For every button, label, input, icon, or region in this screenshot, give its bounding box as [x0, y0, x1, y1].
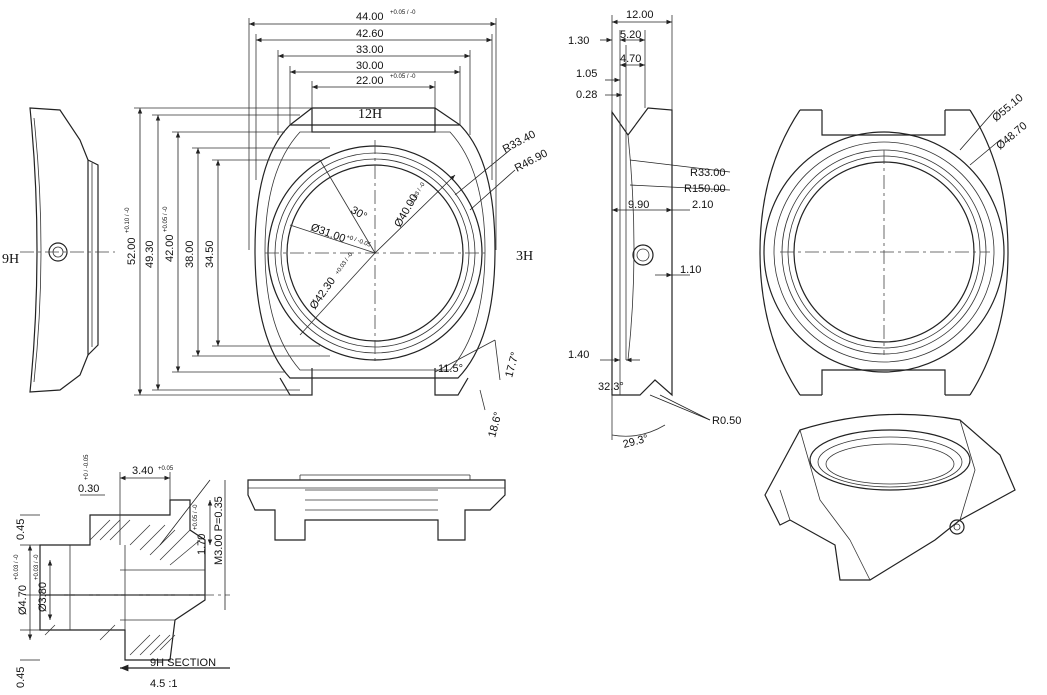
side-dim-5-20: 5.20	[620, 29, 641, 41]
side-radius-0-50: R0.50	[712, 415, 741, 427]
side-dim-1-10: 1.10	[680, 264, 701, 276]
side-view: 12.00 1.30 5.20 4.70 1.05 0.28 9.90 2.10…	[568, 9, 741, 451]
side-dim-9-90: 9.90	[628, 199, 649, 211]
side-radius-33-00: R33.00	[690, 167, 725, 179]
dim-34-50: 34.50	[204, 240, 216, 268]
sec-tol-3-80: +0.03 / -0	[34, 554, 40, 580]
dim-30-00: 30.00	[356, 60, 384, 72]
sec-tol-0-30: +0 / -0.05	[84, 454, 90, 480]
section-title: 9H SECTION	[150, 657, 216, 669]
label-3h: 3H	[516, 249, 533, 264]
angle-11-5: 11.5°	[438, 363, 463, 375]
angle-17-7: 17.7°	[503, 351, 521, 379]
sec-dim-m3: M3.00 P=0.35	[213, 496, 225, 565]
angle-30: 30°	[349, 204, 369, 223]
dim-42-00: 42.00	[164, 234, 176, 262]
isometric-view	[764, 413, 1016, 581]
sec-dim-0-30: 0.30	[78, 483, 99, 495]
tol-42-00: +0.05 / -0	[163, 206, 169, 232]
dim-52-00: 52.00	[126, 237, 138, 265]
tol-42-30: +0.03 / -0	[335, 251, 355, 276]
tol-44-00: +0.05 / -0	[390, 10, 416, 16]
diameter-31-00: Ø31.00	[309, 222, 347, 246]
sec-dim-4-70: Ø4.70	[17, 585, 29, 615]
label-9h: 9H	[2, 252, 19, 267]
sec-dim-1-70: 1.70	[196, 534, 208, 555]
sec-tol-1-70: +0.05 / -0	[193, 504, 199, 530]
side-dim-2-10: 2.10	[692, 199, 713, 211]
angle-18-6: 18.6°	[486, 411, 504, 439]
side-dim-1-30: 1.30	[568, 35, 589, 47]
dim-44-00: 44.00	[356, 11, 384, 23]
front-view: 44.00 42.60 33.00 30.00 22.00 +0.05 / -0…	[2, 10, 550, 439]
radius-46-90: R46.90	[513, 147, 550, 174]
back-diameter-55-10: Ø55.10	[990, 92, 1025, 124]
side-dim-1-05: 1.05	[576, 68, 597, 80]
side-strip-view	[247, 474, 506, 541]
left-profile-view	[20, 107, 115, 393]
sec-tol-4-70: +0.03 / -0	[14, 554, 20, 580]
side-dim-0-28: 0.28	[576, 89, 597, 101]
tol-22-00: +0.05 / -0	[390, 74, 416, 80]
sec-dim-3-40: 3.40	[132, 465, 153, 477]
dim-42-60: 42.60	[356, 28, 384, 40]
dim-49-30: 49.30	[144, 240, 156, 268]
diameter-42-30: Ø42.30	[308, 275, 339, 311]
back-view: Ø55.10 Ø48.70	[759, 92, 1030, 396]
side-radius-150-00: R150.00	[684, 183, 726, 195]
tol-31-00: +0 / -0.05	[345, 234, 372, 249]
label-12h: 12H	[358, 107, 382, 122]
dim-33-00: 33.00	[356, 44, 384, 56]
side-dim-12-00: 12.00	[626, 9, 654, 21]
side-dim-4-70: 4.70	[620, 53, 641, 65]
sec-dim-0-45-bottom: 0.45	[15, 667, 27, 688]
radius-33-40: R33.40	[501, 128, 538, 155]
back-diameter-48-70: Ø48.70	[994, 120, 1029, 152]
sec-dim-3-80: Ø3.80	[37, 582, 49, 612]
dim-38-00: 38.00	[184, 240, 196, 268]
dim-22-00: 22.00	[356, 75, 384, 87]
sec-dim-0-45-top: 0.45	[15, 519, 27, 540]
side-angle-29-3: 29.3°	[622, 433, 650, 451]
side-dim-1-40: 1.40	[568, 349, 589, 361]
tol-52-00-text: +0.10 / -0	[125, 207, 131, 233]
side-angle-32-3: 32.3°	[598, 381, 624, 393]
section-scale: 4.5 :1	[150, 678, 178, 690]
sec-tol-3-40: +0.05	[158, 466, 174, 472]
section-view: 3.40 +0.05 0.30 +0 / -0.05 0.45 0.45 Ø4.…	[14, 454, 230, 690]
